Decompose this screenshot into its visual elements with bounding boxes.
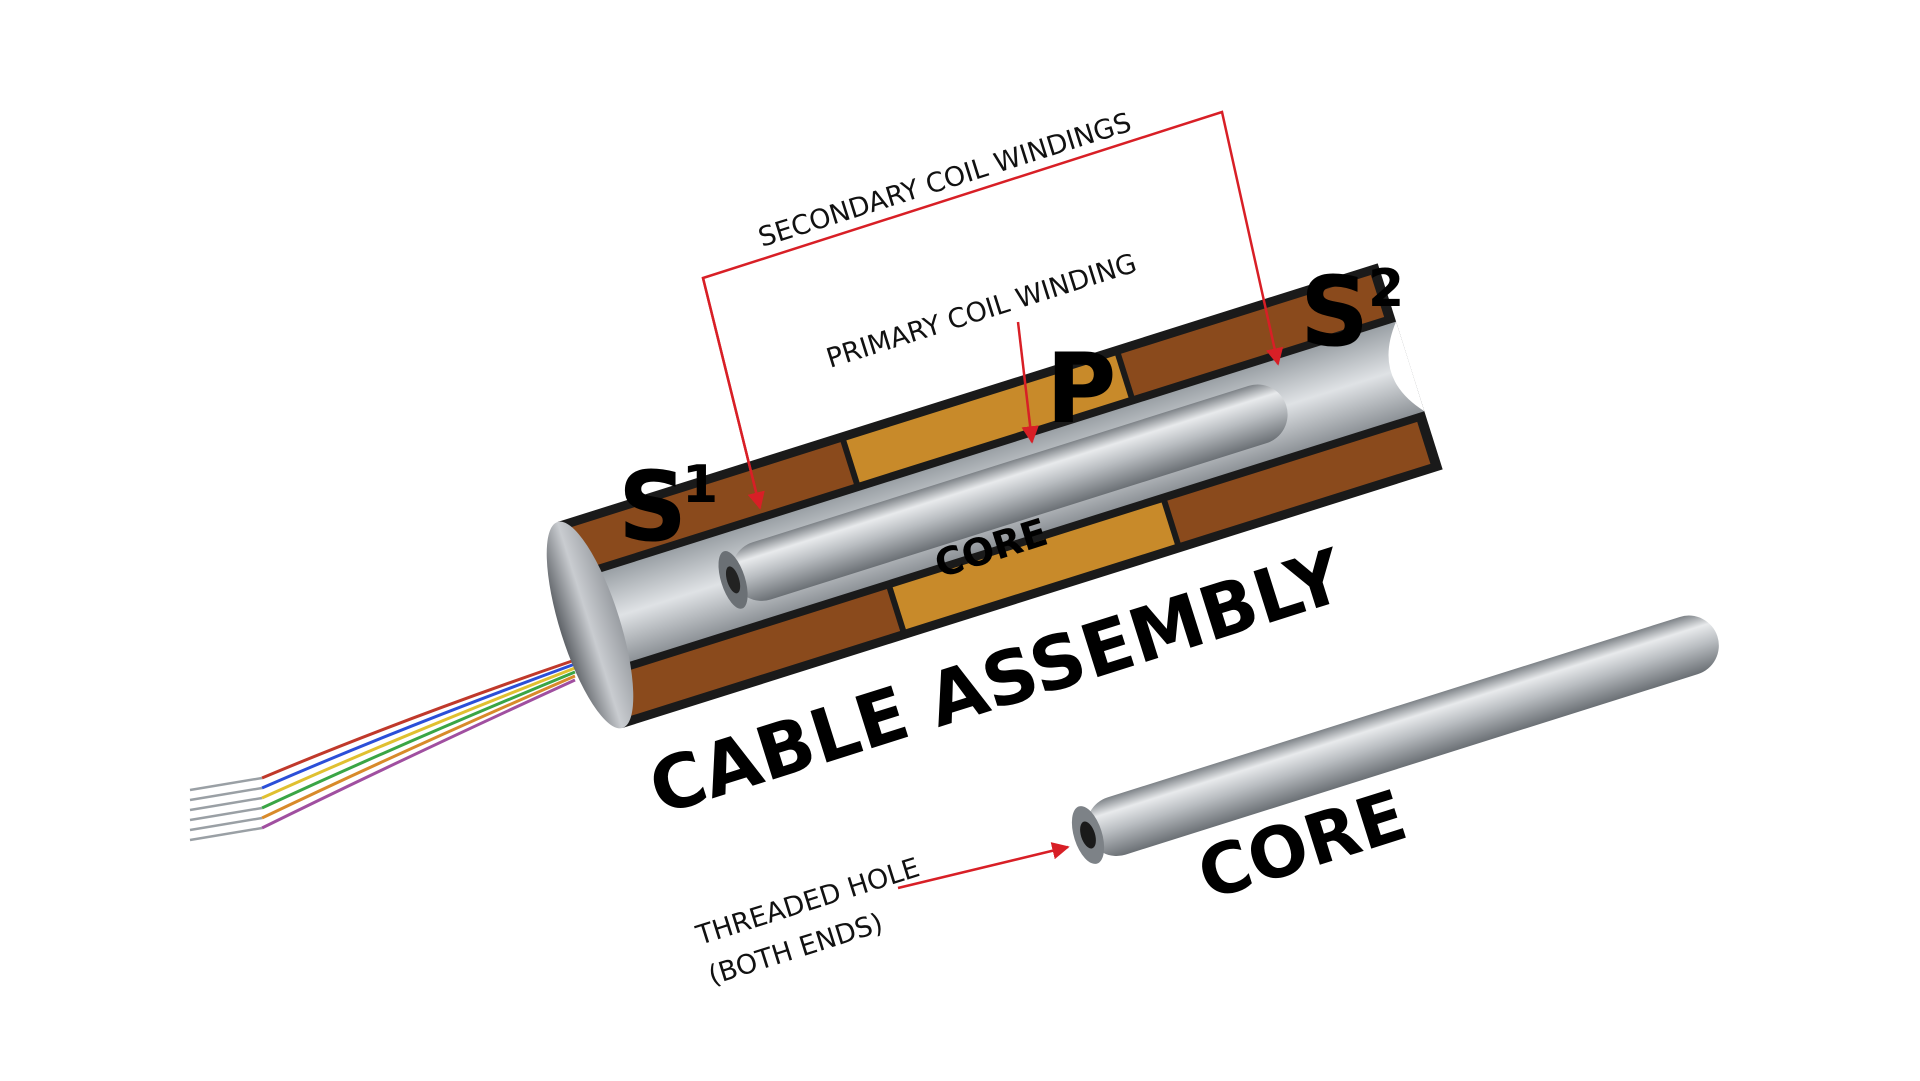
secondary-coil-s1-bottom [617, 589, 901, 716]
cable-assembly-body [546, 263, 1443, 729]
primary-p-label: P [1046, 333, 1116, 445]
primary-coil-top [846, 355, 1129, 483]
core-rod [1071, 615, 1719, 864]
bore-open-end [1388, 321, 1425, 412]
secondary-coil-s2-top [1121, 274, 1385, 396]
secondary-coil-s2-bottom [1167, 421, 1431, 543]
secondary-coil-label: SECONDARY COIL WINDINGS [755, 107, 1135, 254]
threaded-hole-arrow [897, 842, 1070, 890]
inner-core-threaded-hole [725, 566, 741, 594]
s1-label: S 1 [618, 451, 718, 563]
end-cap [546, 521, 634, 729]
lead-wires [189, 658, 576, 842]
primary-arrow [1016, 321, 1039, 444]
s1-letter: S [618, 451, 687, 563]
annotation-arrows [701, 110, 1284, 890]
s2-label: S 2 [1300, 256, 1404, 368]
primary-coil-bottom [892, 502, 1175, 630]
inner-core [731, 384, 1288, 601]
s2-letter: S [1300, 256, 1369, 368]
s2-superscript: 2 [1368, 259, 1404, 319]
secondary-coil-s1-top [571, 442, 854, 569]
secondary-bracket-arrow-s1 [701, 277, 765, 510]
core-threaded-hole [1080, 821, 1096, 849]
s1-superscript: 1 [682, 455, 718, 515]
